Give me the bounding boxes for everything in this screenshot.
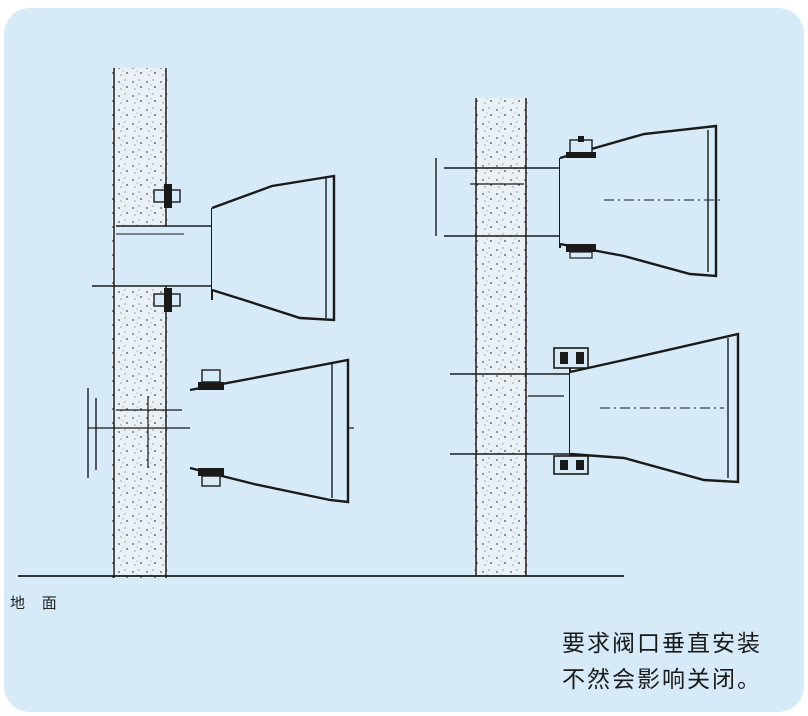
- installation-note: 要求阀口垂直安装 不然会影响关闭。: [562, 626, 762, 698]
- diagram-panel: 地 面 要求阀口垂直安装 不然会影响关闭。: [4, 8, 804, 712]
- valve-left-lower: [87, 358, 354, 504]
- valve-right-lower: [450, 332, 740, 484]
- valve-left-upper: [92, 174, 336, 322]
- floor-label: 地 面: [10, 594, 63, 612]
- valve-installation-drawing: [18, 68, 740, 578]
- note-line-1: 要求阀口垂直安装: [562, 631, 762, 657]
- note-line-2: 不然会影响关闭。: [562, 667, 762, 693]
- right-wall: [474, 98, 528, 576]
- valve-right-upper: [435, 124, 724, 278]
- left-wall: [112, 68, 168, 578]
